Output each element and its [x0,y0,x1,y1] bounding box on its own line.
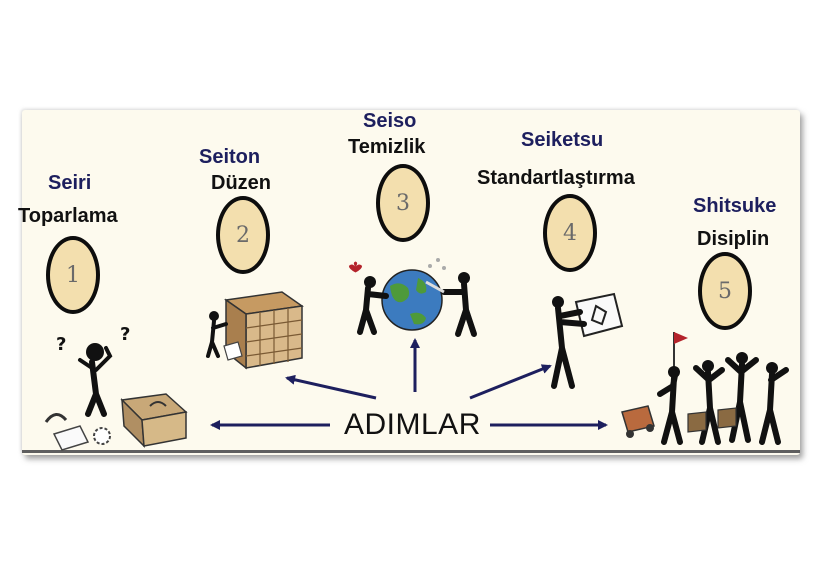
step-5-number-oval: 5 [698,252,752,330]
arrow-up-right [469,364,552,400]
step-4-number-oval: 4 [543,194,597,272]
step-4-turkish: Standartlaştırma [477,167,635,189]
step-1-japanese: Seiri [48,172,92,194]
step-1-turkish: Toparlama [18,205,118,227]
step-2-turkish: Düzen [211,172,271,194]
step-5-japanese: Shitsuke [693,195,777,217]
standard-sign-person-illustration [551,292,624,389]
step-1-number-oval: 1 [46,236,100,314]
step-4-japanese: Seiketsu [521,129,604,151]
step-3-turkish: Temizlik [348,136,426,158]
svg-text:?: ? [56,334,66,355]
step-3-japanese: Seiso [363,110,417,132]
svg-text:?: ? [120,324,130,345]
step-5-turkish: Disiplin [697,228,770,250]
arrow-up-left [285,374,377,400]
step-3-number-oval: 3 [376,164,430,242]
cleaning-globe-illustration [348,258,477,337]
shelving-person-illustration [206,291,304,370]
sorting-person-illustration: ? ? [44,324,188,451]
cheering-team-illustration [621,332,789,445]
step-2-japanese: Seiton [199,146,261,168]
center-label: ADIMLAR [344,408,481,441]
step-2-number-oval: 2 [216,196,270,274]
floor-line [22,450,800,453]
